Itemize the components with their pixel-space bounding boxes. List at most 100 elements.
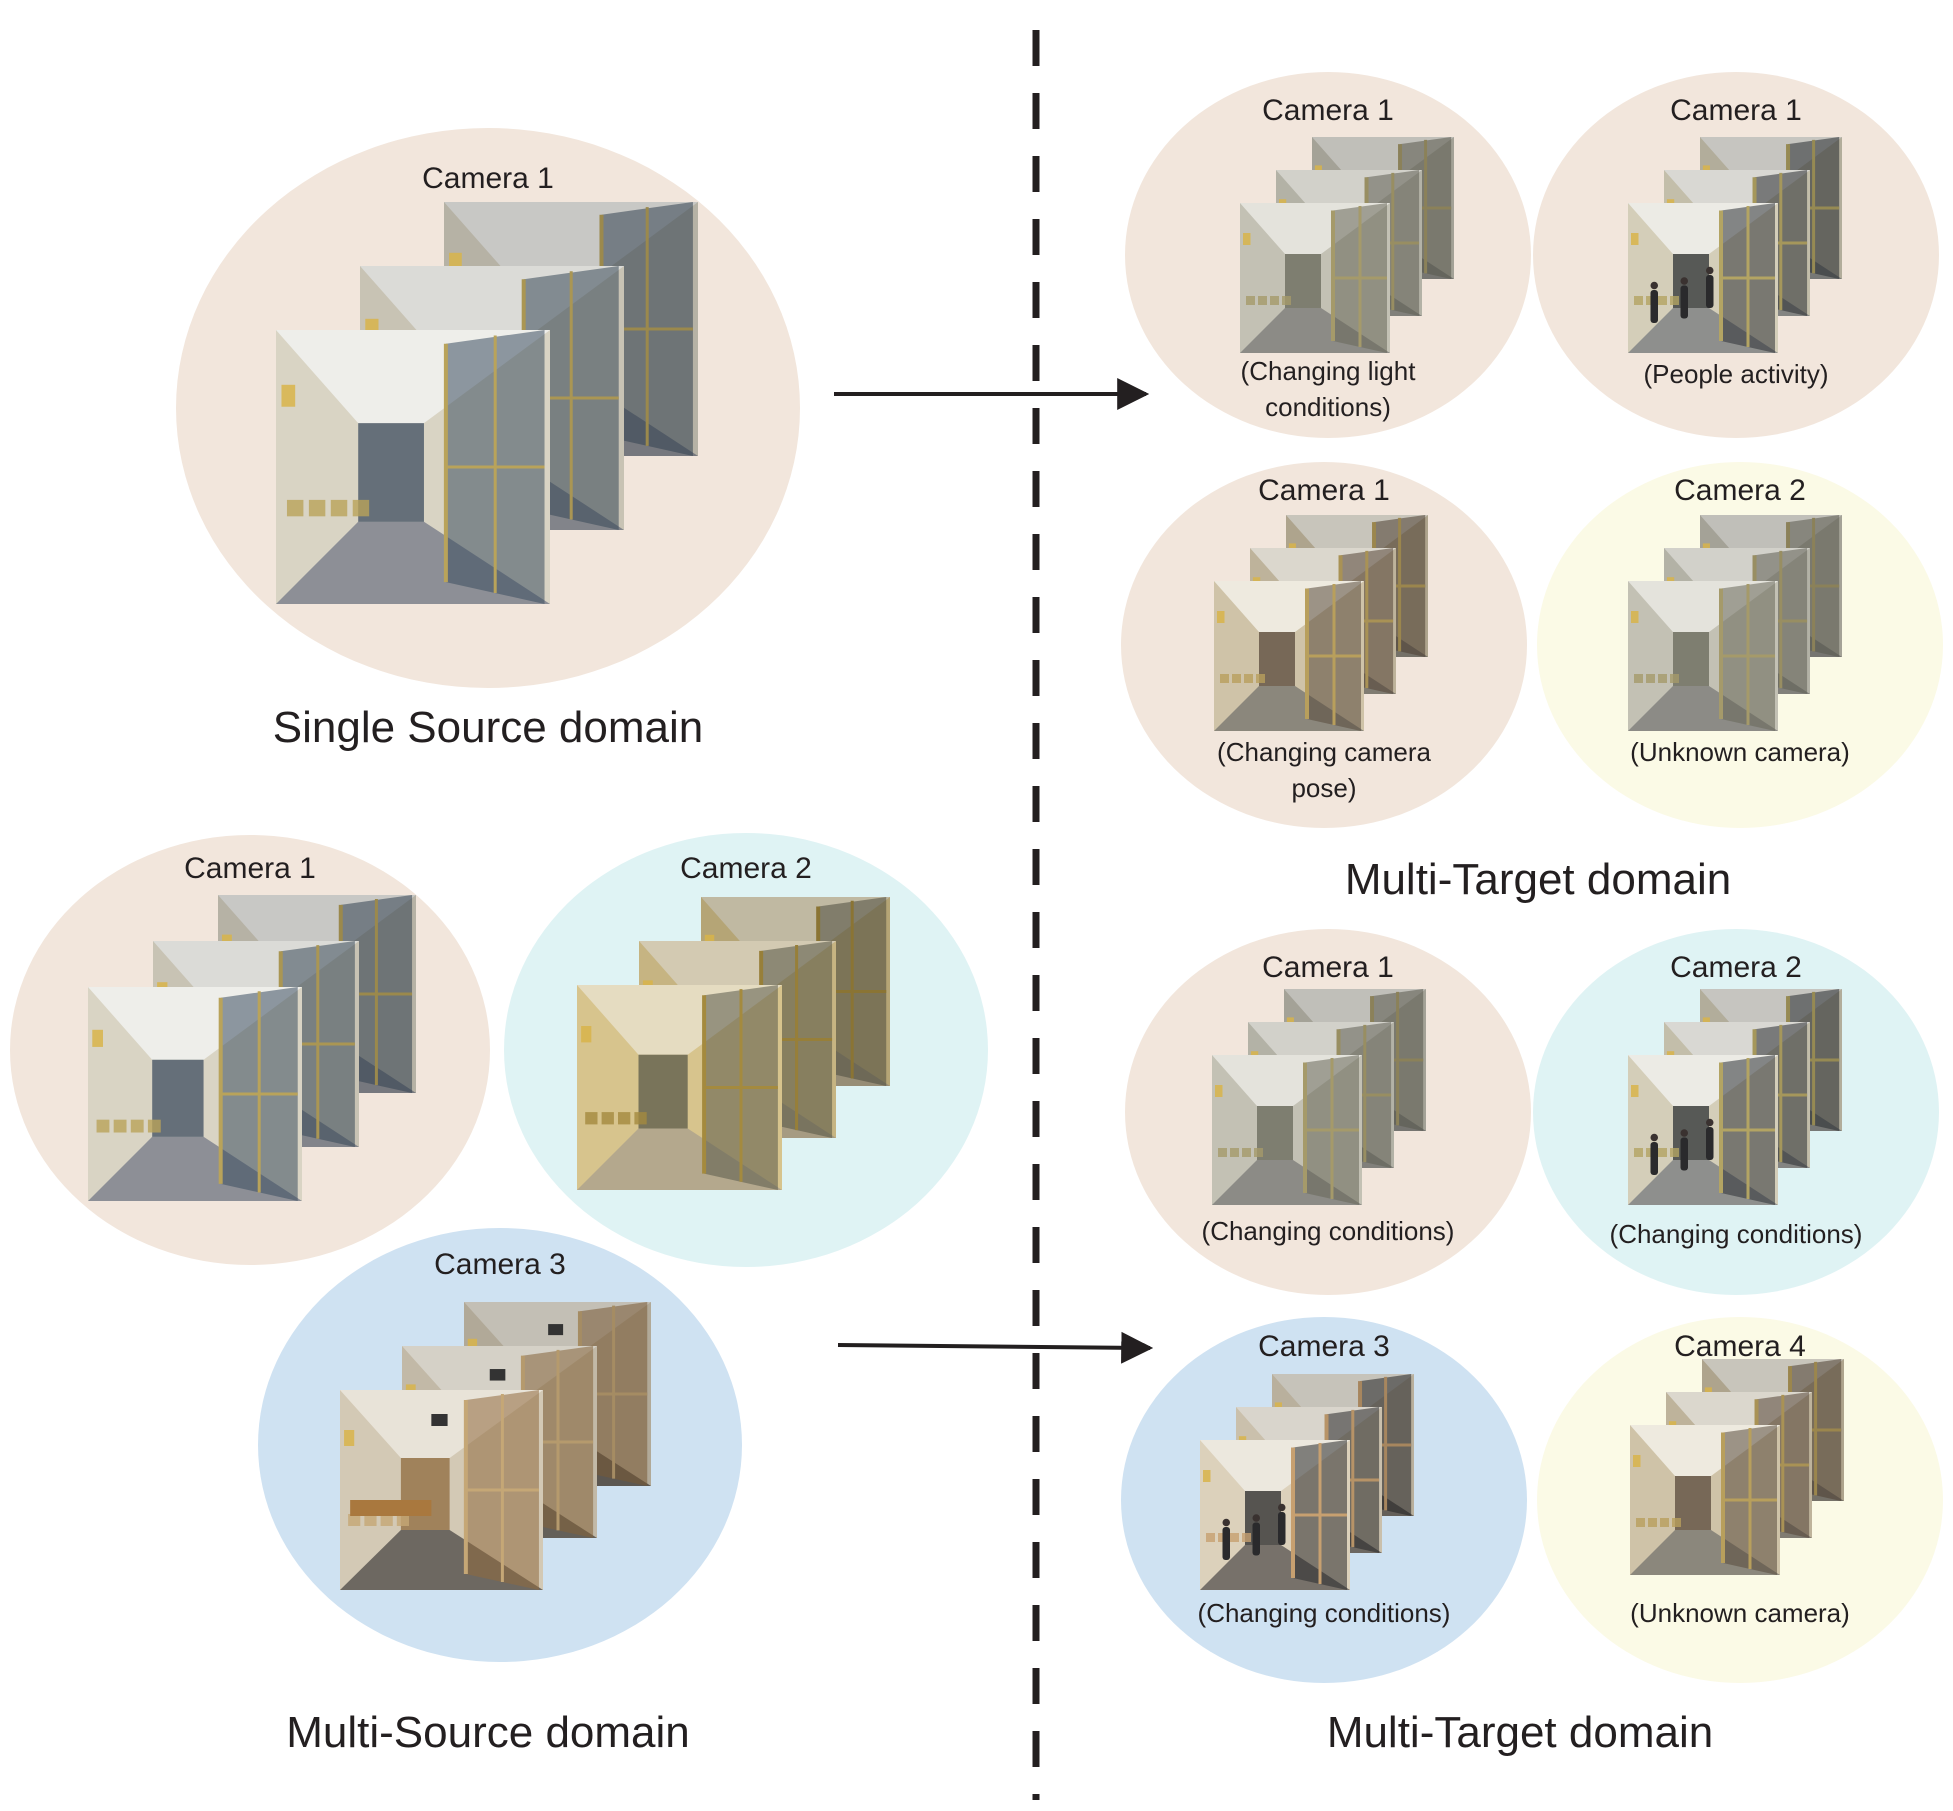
scene-bench-seat [1658,1148,1667,1157]
scene-person [1650,290,1658,323]
camera-name-label: Camera 1 [1258,474,1390,507]
scene-wall-poster [1631,611,1639,623]
scene-bench-seat [330,499,348,517]
camera-name-label: Camera 1 [422,162,554,195]
section-label-single-source: Single Source domain [273,703,703,752]
multi-source-camera-bubble: Camera 1 [10,835,490,1265]
scene-person [1222,1527,1230,1560]
scene-person-head [1252,1514,1260,1522]
scene-wall-poster [1631,1085,1639,1097]
scene-person-head [1680,277,1688,285]
scene-bench-seat [1672,1518,1681,1527]
scene-bench-seat [1230,1148,1239,1157]
scene-bench-seat [1230,1533,1239,1542]
section-label-multi-target-top: Multi-Target domain [1345,855,1731,904]
scene-tv-screen [489,1369,506,1381]
camera-name-label: Camera 2 [680,852,812,885]
scene-person-head [1680,1129,1688,1137]
scene-person [1680,1137,1688,1171]
camera-frame-1 [1214,581,1364,731]
scene-person [1706,275,1714,308]
scene-person-head [1222,1518,1230,1527]
scene-wall-poster [92,1029,103,1047]
multi-target-bottom-camera-bubble: Camera 3 (Changing conditions) [1121,1317,1527,1683]
camera-frame-1 [276,330,550,604]
scene-bench-seat [396,1514,410,1526]
scene-person-head [1706,1118,1714,1127]
scene-bench-seat [1658,296,1667,305]
multi-source-camera-bubble: Camera 3 [258,1228,742,1662]
scene-bench-seat [634,1112,647,1125]
scene-bench-seat [585,1112,598,1125]
scene-bench-seat [1270,296,1279,305]
scene-wall-poster [1243,233,1251,245]
camera-condition-note: (Changing conditions) [1202,1216,1455,1246]
scene-bench-seat [1634,1148,1643,1157]
scene-bench-seat [352,499,370,517]
scene-bench-seat [1634,296,1643,305]
scene-person [1706,1127,1714,1160]
scene-bench-seat [1218,1148,1227,1157]
scene-bench-seat [1670,296,1679,305]
scene-bench-seat [1658,674,1667,683]
scene-person-head [1278,1503,1286,1512]
camera-name-label: Camera 2 [1674,474,1806,507]
scene-person [1680,285,1688,319]
scene-bench-seat [380,1514,393,1526]
scene-bench-seat [1242,1148,1251,1157]
camera-name-label: Camera 3 [434,1248,566,1281]
camera-name-label: Camera 2 [1670,951,1802,984]
scene-bench-seat [1660,1518,1669,1527]
arrow-multi-source-to-multi-target [837,1331,1154,1364]
scene-wall-poster [1215,1085,1223,1097]
camera-condition-note: (Changing light [1241,356,1417,386]
multi-target-top-camera-bubble: Camera 1(People activity) [1533,72,1939,438]
scene-bench-seat [1258,296,1267,305]
camera-name-label: Camera 1 [1262,951,1394,984]
camera-condition-note: (Changing conditions) [1198,1598,1451,1628]
camera-frame-1 [1630,1425,1780,1575]
camera-name-label: Camera 4 [1674,1330,1806,1363]
scene-tv-screen [431,1414,448,1426]
scene-bench-seat [96,1119,110,1133]
scene-wall-poster [1633,1455,1641,1467]
scene-bench-seat [1636,1518,1645,1527]
scene-bench-seat [1244,674,1253,683]
scene-wall-poster [1631,233,1639,245]
scene-wall-poster [581,1026,592,1043]
camera-frame-1 [1628,203,1778,353]
scene-bench-seat [1254,1148,1263,1157]
camera-condition-note: conditions) [1265,392,1391,422]
camera-condition-note: pose) [1291,773,1356,803]
scene-person-head [1650,1133,1658,1142]
scene-bench-seat [1282,296,1291,305]
multi-target-bottom-camera-bubble: Camera 1 (Changing conditions) [1125,929,1531,1295]
scene-bench-seat [1648,1518,1657,1527]
camera-name-label: Camera 1 [1670,94,1802,127]
single-source-camera-bubble: Camera 1 [176,128,800,688]
scene-bench-seat [1206,1533,1215,1542]
scene-bench-seat [1242,1533,1251,1542]
camera-frame-1 [577,985,782,1190]
section-label-multi-target-bottom: Multi-Target domain [1327,1708,1713,1757]
scene-wall-poster [344,1430,355,1446]
scene-bench-seat [1246,296,1255,305]
camera-name-label: Camera 1 [184,852,316,885]
multi-target-top-camera-bubble: Camera 2(Unknown camera) [1537,462,1943,828]
scene-bench-seat [601,1112,614,1125]
scene-wall-poster [1217,611,1225,623]
scene-waiting-bench [350,1500,432,1516]
scene-bench-seat [1634,674,1643,683]
camera-name-label: Camera 3 [1258,1330,1390,1363]
scene-bench-seat [364,1514,377,1526]
multi-target-bottom-camera-bubble: Camera 4(Unknown camera) [1537,1317,1943,1683]
camera-condition-note: (Changing conditions) [1610,1219,1863,1249]
scene-bench-seat [348,1514,361,1526]
scene-bench-seat [1670,674,1679,683]
scene-bench-seat [130,1119,144,1133]
scene-person-head [1650,281,1658,290]
scene-person [1252,1522,1260,1556]
